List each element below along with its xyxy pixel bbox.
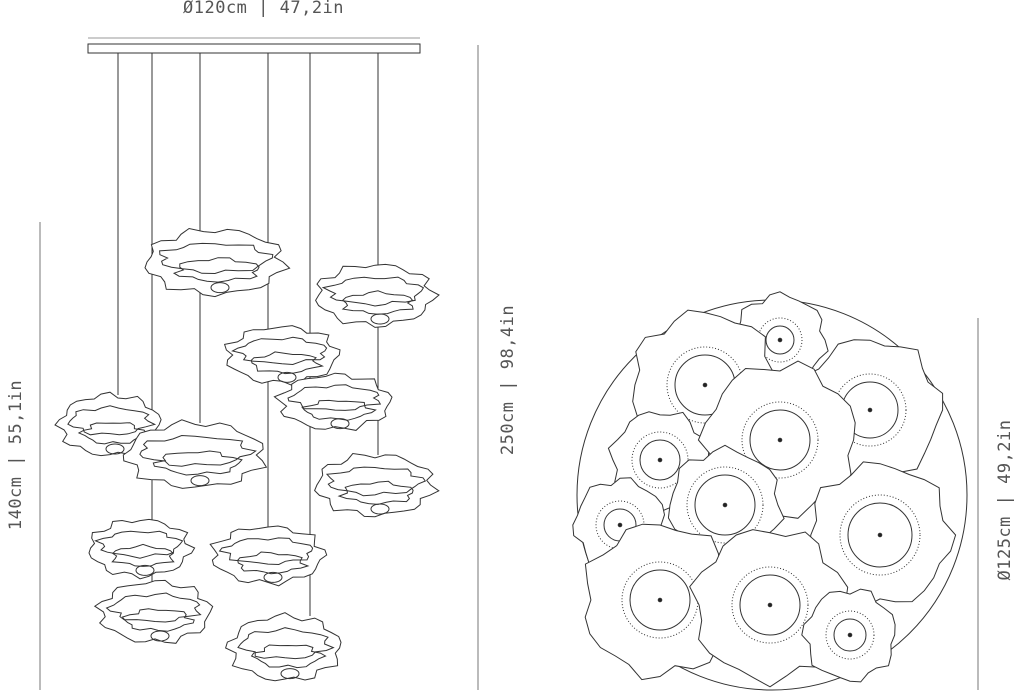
cluster-height-label: 140cm | 55,1in	[6, 379, 26, 531]
total-height-label: 250cm | 98,4in	[498, 304, 518, 456]
plan-view	[572, 291, 979, 691]
cloud-shade	[122, 419, 268, 489]
cloud-shade	[273, 372, 393, 431]
plan-shade	[801, 588, 896, 683]
cloud-shade	[54, 391, 162, 457]
cloud-shade	[93, 579, 214, 644]
cloud-shade	[224, 612, 342, 682]
canopy-diameter-label: Ø120cm | 47,2in	[183, 0, 345, 18]
cloud-shade	[315, 263, 440, 328]
cloud-shade	[88, 518, 196, 580]
cloud-shades	[54, 227, 440, 682]
front-elevation-view	[39, 37, 479, 690]
cloud-shade	[223, 325, 341, 387]
cluster-diameter-label: Ø125cm | 49,2in	[995, 419, 1015, 581]
plan-shade	[689, 529, 849, 688]
cloud-shade	[209, 525, 328, 587]
cloud-shade	[144, 227, 291, 298]
cloud-shade	[314, 452, 440, 518]
ceiling-canopy	[87, 43, 421, 54]
plan-shade	[809, 461, 957, 609]
plan-shades	[572, 291, 957, 688]
